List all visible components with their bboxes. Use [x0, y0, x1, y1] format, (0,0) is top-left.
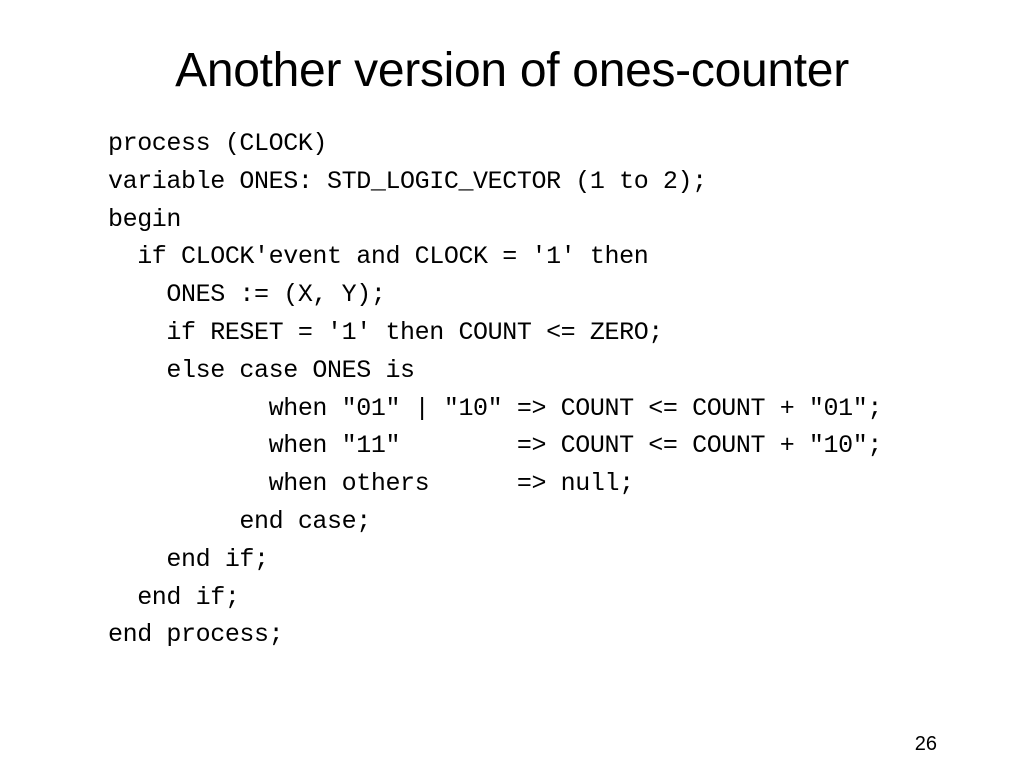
code-line-2: variable ONES: STD_LOGIC_VECTOR (1 to 2)…	[108, 166, 707, 196]
code-line-7: else case ONES is	[108, 355, 415, 385]
code-block: process (CLOCK) variable ONES: STD_LOGIC_…	[108, 125, 882, 654]
code-line-8: when "01" | "10" => COUNT <= COUNT + "01…	[108, 393, 883, 423]
code-line-1: process (CLOCK)	[108, 129, 328, 158]
code-line-11: end case;	[108, 506, 371, 536]
code-line-6: if RESET = '1' then COUNT <= ZERO;	[108, 317, 663, 347]
code-line-5: ONES := (X, Y);	[108, 280, 386, 310]
code-line-4: if CLOCK'event and CLOCK = '1' then	[108, 242, 649, 272]
code-line-3: begin	[108, 204, 182, 234]
code-line-12: end if;	[108, 544, 269, 574]
code-line-13: end if;	[108, 582, 240, 612]
slide-title: Another version of ones-counter	[175, 44, 849, 97]
code-line-14: end process;	[108, 620, 284, 650]
code-line-9: when "11" => COUNT <= COUNT + "10";	[108, 431, 883, 461]
page-number: 26	[914, 733, 937, 755]
code-line-10: when others => null;	[108, 469, 634, 499]
